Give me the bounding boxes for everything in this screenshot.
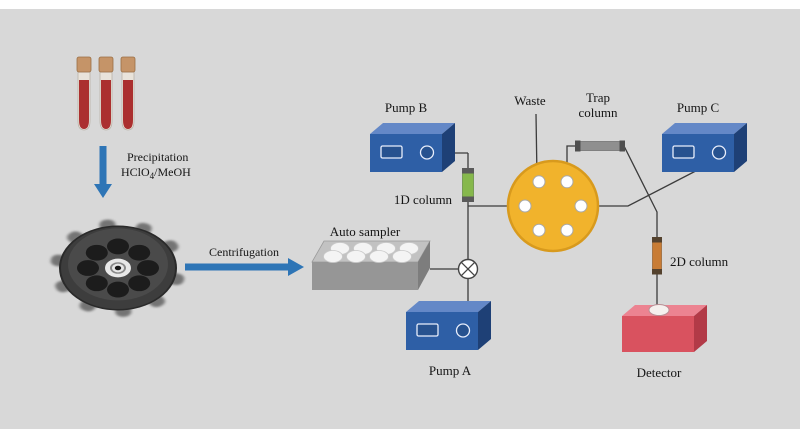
- column-2d-icon: [652, 237, 662, 275]
- down-arrow-icon: [94, 146, 112, 198]
- detector-label: Detector: [636, 365, 682, 380]
- pump-b-icon: [370, 123, 455, 172]
- top-margin: [0, 0, 800, 9]
- pump-display: [416, 323, 439, 337]
- column-1d-label: 1D column: [393, 192, 453, 207]
- waste-label: Waste: [514, 93, 546, 108]
- precipitation-formula: HClO4/MeOH: [121, 165, 191, 181]
- pump-knob: [455, 323, 471, 338]
- pump-knob: [419, 145, 435, 160]
- test-tube-icon: [76, 56, 92, 131]
- detector-inlet: [648, 304, 670, 316]
- precipitation-label: Precipitation HClO4/MeOH: [121, 150, 216, 184]
- six-port-valve-icon: [506, 159, 600, 253]
- auto-sampler-label: Auto sampler: [329, 224, 401, 239]
- column-1d-icon: [462, 168, 474, 202]
- test-tube-icon: [120, 56, 136, 131]
- pump-display: [672, 145, 695, 159]
- precipitation-line1: Precipitation: [127, 150, 189, 164]
- right-arrow-icon: [185, 258, 304, 276]
- bottom-margin: [0, 429, 800, 441]
- trap-column-label: Trap column: [570, 90, 626, 120]
- sample-vials: [323, 242, 419, 263]
- valve-ports: [518, 175, 588, 237]
- rotor-holes: [77, 238, 159, 298]
- auto-sampler-icon: [311, 240, 431, 290]
- sample-tubes-icon: [76, 56, 136, 131]
- trap-column-icon: [575, 140, 625, 152]
- column-2d-label: 2D column: [670, 254, 729, 269]
- pump-display: [380, 145, 403, 159]
- test-tube-icon: [98, 56, 114, 131]
- pump-a-icon: [406, 301, 491, 350]
- pump-c-label: Pump C: [676, 100, 720, 115]
- pump-knob: [711, 145, 727, 160]
- injector-valve-icon: [457, 258, 479, 280]
- trap-line2: column: [578, 105, 618, 120]
- pump-b-label: Pump B: [384, 100, 428, 115]
- centrifugation-label: Centrifugation: [209, 245, 279, 259]
- pump-c-icon: [662, 123, 747, 172]
- pump-a-label: Pump A: [428, 363, 472, 378]
- centrifuge-icon: [50, 219, 185, 317]
- trap-line1: Trap: [585, 90, 611, 105]
- detector-icon: [622, 304, 707, 352]
